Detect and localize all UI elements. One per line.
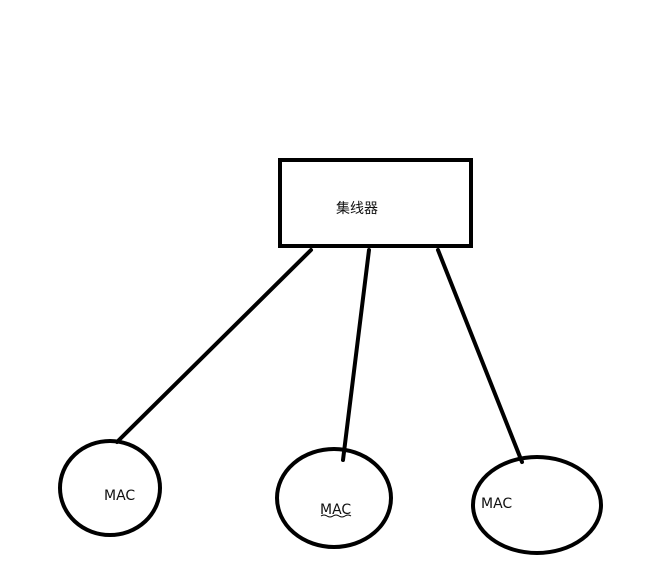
hub-label: 集线器 xyxy=(336,200,378,217)
mac-node-2 xyxy=(275,447,393,549)
mac-node-1 xyxy=(58,439,162,537)
hub-box xyxy=(278,158,473,248)
connection-line-3 xyxy=(436,248,524,464)
mac-node-2-label: MAC xyxy=(320,502,351,518)
connection-line-1 xyxy=(115,248,313,444)
mac-node-3 xyxy=(471,455,603,555)
mac-node-3-label: MAC xyxy=(481,496,512,512)
connection-line-2 xyxy=(341,248,371,462)
mac-node-2-underline-squiggle xyxy=(320,514,352,518)
mac-node-1-label: MAC xyxy=(104,488,135,504)
